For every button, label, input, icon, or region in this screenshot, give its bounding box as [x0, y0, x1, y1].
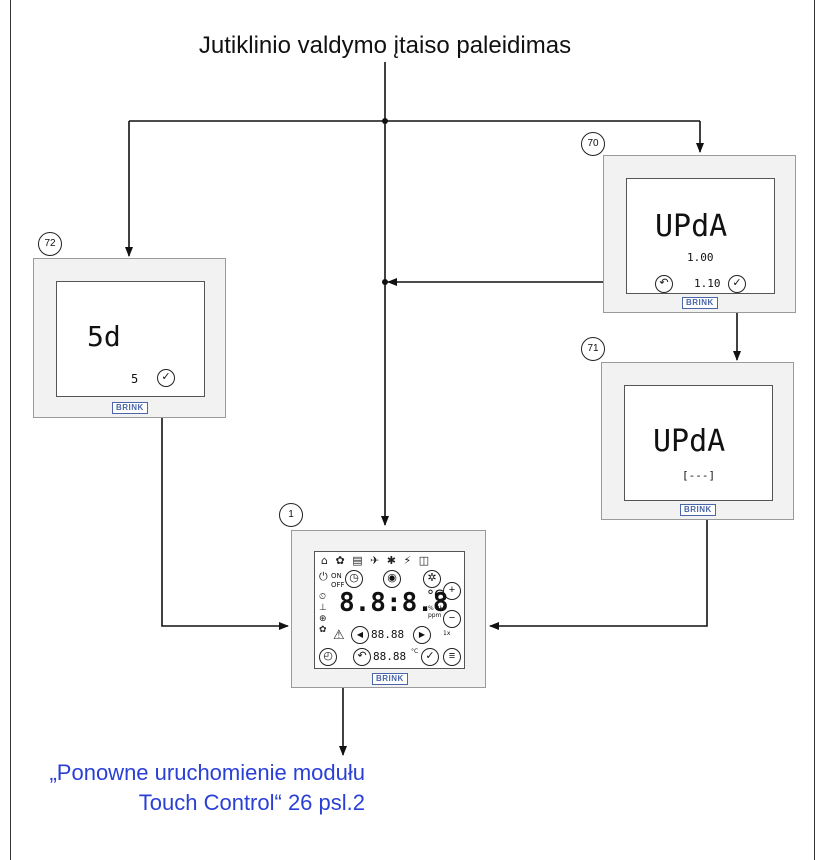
device-1-menu-icon[interactable]: ≡: [443, 648, 461, 666]
device-70: UPdA 1.00 ↶ 1.10 ✓ BRINK: [603, 155, 796, 313]
device-1-plus-icon[interactable]: +: [443, 582, 461, 600]
device-1-unit-label: °C: [427, 588, 444, 604]
device-70-version-new: 1.10: [694, 277, 721, 290]
device-1-bottom-unit: °C: [411, 648, 419, 655]
junction-dot-top: [382, 118, 388, 124]
step-badge-71: 71: [581, 337, 605, 361]
device-1-timer-icon[interactable]: ◴: [319, 648, 337, 666]
device-70-main-display: UPdA: [655, 209, 728, 244]
from-72-to-1: [161, 390, 289, 630]
device-70-brand-logo: BRINK: [682, 297, 718, 309]
device-1-right-arrow-icon[interactable]: ▶: [413, 626, 431, 644]
diagram-title: Jutiklinio valdymo įtaiso paleidimas: [198, 32, 572, 59]
device-1-clock-icon[interactable]: ◷: [345, 570, 363, 588]
device-1-back-icon[interactable]: ↶: [353, 648, 371, 666]
device-1-check-icon[interactable]: ✓: [421, 648, 439, 666]
device-71-progress-display: [---]: [682, 469, 716, 482]
device-70-version-current: 1.00: [687, 251, 714, 264]
device-1-off-label: OFF: [331, 581, 345, 589]
device-72-brand-logo: BRINK: [112, 402, 148, 414]
device-1-brand-logo: BRINK: [372, 673, 408, 685]
device-1-minus-icon[interactable]: −: [443, 610, 461, 628]
device-1-side-icons: ⏲⊥⊕✿: [319, 592, 327, 635]
device-72-main-display: 5d: [87, 320, 121, 353]
device-1-warning-icon: ⚠: [333, 628, 345, 643]
page-frame: [10, 0, 815, 860]
device-71: UPdA [---] BRINK: [601, 362, 794, 520]
from-71-to-1: [489, 520, 708, 630]
device-70-screen: UPdA 1.00 ↶ 1.10 ✓: [626, 178, 775, 294]
device-72-sub-display: 5: [131, 372, 139, 386]
step-badge-70: 70: [581, 132, 605, 156]
device-1-gear-icon[interactable]: ✲: [423, 570, 441, 588]
device-72: 5d 5 ✓ BRINK: [33, 258, 226, 418]
device-71-brand-logo: BRINK: [680, 504, 716, 516]
device-1-small-digits: 88.88: [371, 628, 405, 641]
device-71-screen: UPdA [---]: [624, 385, 773, 501]
device-1-1x-label: 1x: [443, 630, 451, 637]
device-72-check-icon[interactable]: ✓: [157, 369, 175, 387]
device-1-top-icons: ⌂ ✿ ▤ ✈ ✱ ⚡ ◫: [321, 554, 432, 567]
device-1-units-small: % RH ppm: [428, 605, 445, 619]
device-1-bottom-digits: 88.88: [373, 650, 407, 663]
device-1-screen: ⌂ ✿ ▤ ✈ ✱ ⚡ ◫ ◷ ◉ ✲ ⏻ ON OFF + 8.8:8.8 °…: [314, 551, 465, 669]
device-70-back-icon[interactable]: ↶: [655, 275, 673, 293]
device-1-left-arrow-icon[interactable]: ◀: [351, 626, 369, 644]
step-badge-72: 72: [38, 232, 62, 256]
device-1-on-label: ON: [331, 572, 342, 580]
device-1-main-display: 8.8:8.8: [339, 588, 449, 618]
step-badge-1: 1: [279, 503, 303, 527]
device-71-main-display: UPdA: [653, 424, 726, 459]
device-1-power-icon: ⏻: [319, 570, 328, 583]
device-72-screen: 5d 5 ✓: [56, 281, 205, 397]
reference-link[interactable]: „Ponowne uruchomienie modułu Touch Contr…: [49, 760, 365, 815]
device-70-check-icon[interactable]: ✓: [728, 275, 746, 293]
device-1-eye-icon[interactable]: ◉: [383, 570, 401, 588]
junction-dot-mid: [382, 279, 388, 285]
device-1: ⌂ ✿ ▤ ✈ ✱ ⚡ ◫ ◷ ◉ ✲ ⏻ ON OFF + 8.8:8.8 °…: [291, 530, 486, 688]
